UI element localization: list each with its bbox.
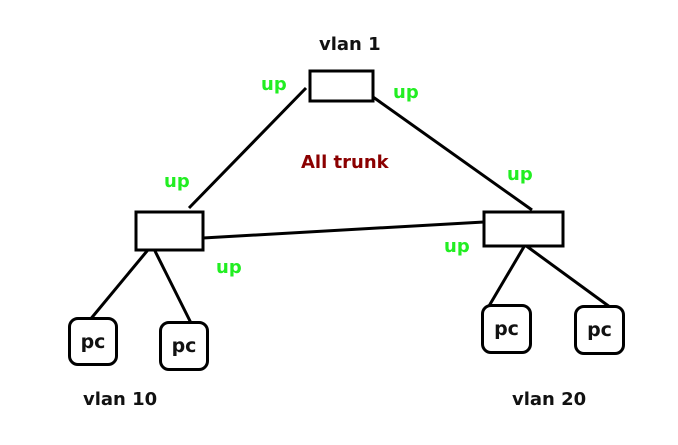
up-label-left-switch: up bbox=[164, 171, 190, 192]
link-left-pc1 bbox=[87, 244, 154, 322]
pc-1: pc bbox=[68, 317, 118, 366]
vlan1-label: vlan 1 bbox=[319, 34, 381, 55]
link-top-right bbox=[372, 95, 533, 212]
up-label-trunk-right: up bbox=[444, 236, 470, 257]
up-label-top-right: up bbox=[393, 82, 419, 103]
vlan10-label: vlan 10 bbox=[83, 389, 158, 410]
link-left-right bbox=[202, 220, 485, 240]
link-left-pc2 bbox=[150, 244, 193, 324]
pc-3-label: pc bbox=[494, 318, 519, 340]
vlan20-label: vlan 20 bbox=[512, 389, 587, 410]
up-label-trunk-left: up bbox=[216, 257, 242, 278]
pc-4-label: pc bbox=[587, 319, 612, 341]
up-label-top-left: up bbox=[261, 74, 287, 95]
link-top-left bbox=[187, 86, 308, 210]
switch-top bbox=[308, 69, 375, 103]
switch-right bbox=[482, 210, 565, 248]
link-right-pc3 bbox=[487, 244, 527, 307]
pc-2: pc bbox=[159, 321, 209, 371]
switch-left bbox=[134, 210, 205, 252]
link-right-pc4 bbox=[524, 243, 615, 312]
pc-1-label: pc bbox=[80, 330, 106, 353]
pc-2-label: pc bbox=[171, 335, 197, 357]
pc-3: pc bbox=[481, 304, 532, 354]
all-trunk-label: All trunk bbox=[301, 152, 389, 173]
up-label-right-switch: up bbox=[507, 164, 533, 185]
pc-4: pc bbox=[574, 305, 625, 355]
